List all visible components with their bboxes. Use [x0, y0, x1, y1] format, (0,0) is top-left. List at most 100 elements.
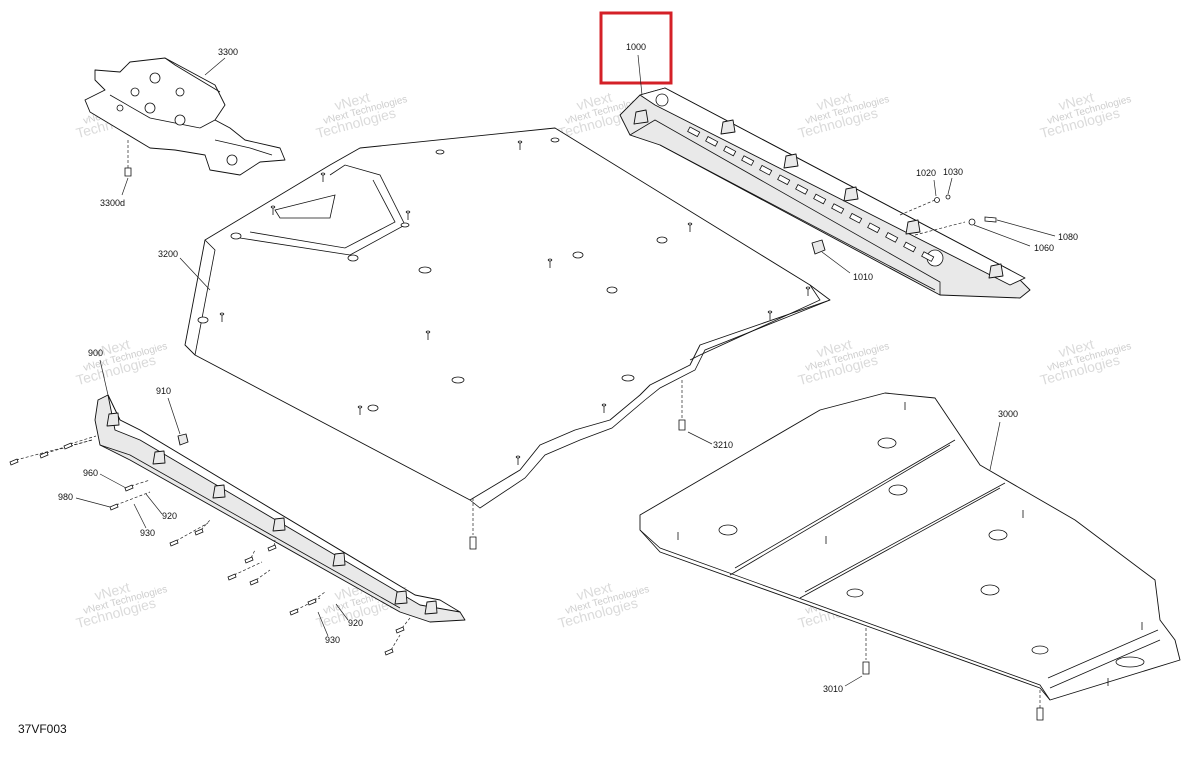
stud — [320, 172, 326, 176]
fastener-path — [115, 491, 151, 506]
callout-960: 960 — [83, 468, 98, 478]
part-3300-skid-plate — [84, 57, 286, 177]
bolt — [384, 648, 394, 656]
rail-slot — [885, 232, 899, 243]
rail-slot — [867, 222, 881, 234]
callout-3000: 3000 — [998, 409, 1018, 419]
fastener-path — [295, 597, 321, 611]
callout-1030: 1030 — [943, 167, 963, 177]
rail-slot — [777, 174, 791, 186]
bolt — [169, 539, 179, 547]
callout-1020: 1020 — [916, 168, 936, 178]
callout-1000: 1000 — [626, 42, 646, 52]
bolt — [267, 544, 277, 552]
stud — [405, 210, 411, 214]
callout-930-b: 930 — [325, 635, 340, 645]
stud — [425, 330, 431, 334]
bolt — [39, 451, 49, 459]
bolt — [194, 528, 204, 536]
fastener-path — [130, 479, 151, 487]
rail-bracket — [633, 109, 649, 125]
stud — [547, 258, 553, 262]
rail-slot — [921, 251, 935, 262]
callout-900: 900 — [88, 348, 103, 358]
rail-bracket — [332, 552, 346, 567]
stud — [357, 405, 363, 409]
figure-code: 37VF003 — [18, 722, 67, 736]
rail-slot — [831, 203, 845, 214]
bolt — [249, 578, 259, 586]
part-910-clip — [177, 433, 189, 446]
callout-3210: 3210 — [713, 440, 733, 450]
stud — [601, 403, 607, 407]
rail-bracket — [843, 186, 859, 202]
callout-1010: 1010 — [853, 272, 873, 282]
rail-bracket — [783, 153, 799, 169]
part-3000-skid-plate — [639, 392, 1181, 701]
rail-bracket — [394, 590, 408, 605]
rail-slot — [813, 193, 827, 205]
part-1000-bumper-rail — [619, 87, 1031, 299]
rail-slot — [723, 145, 737, 157]
fastener-path — [200, 519, 211, 531]
fastener-path — [15, 439, 93, 461]
bolt — [289, 608, 299, 616]
callout-980: 980 — [58, 492, 73, 502]
callout-910: 910 — [156, 386, 171, 396]
part-900-front-rail — [94, 394, 466, 623]
stud — [515, 455, 521, 459]
callout-1060: 1060 — [1034, 243, 1054, 253]
callout-920-a: 920 — [162, 511, 177, 521]
callout-3010: 3010 — [823, 684, 843, 694]
stud — [805, 286, 811, 290]
rail-bracket — [212, 484, 226, 499]
highlight-box — [599, 11, 673, 85]
bolt — [244, 556, 254, 564]
bolt — [63, 442, 73, 450]
rail-slot — [849, 212, 863, 224]
rail-bracket — [905, 219, 921, 235]
fastener-path — [69, 435, 97, 445]
stud — [517, 140, 523, 144]
fastener-path — [255, 569, 271, 581]
rail-slot — [687, 126, 701, 138]
callout-920-b: 920 — [348, 618, 363, 628]
callout-3300: 3300 — [218, 47, 238, 57]
fastener-path — [45, 439, 93, 454]
rail-bracket — [106, 412, 120, 427]
fastener-path — [390, 634, 401, 651]
bolt — [227, 573, 237, 581]
rail-bracket — [424, 600, 438, 615]
stud — [219, 312, 225, 316]
stud — [687, 222, 693, 226]
rail-slot — [741, 155, 755, 166]
bolt — [109, 503, 119, 511]
stud — [270, 205, 276, 209]
callout-930-a: 930 — [140, 528, 155, 538]
callout-3200: 3200 — [158, 249, 178, 259]
rail-bracket — [152, 450, 166, 465]
rail-bracket — [720, 119, 736, 135]
rail-bracket — [272, 517, 286, 532]
fastener-path — [233, 561, 263, 576]
fastener-path — [175, 522, 209, 542]
callout-1080: 1080 — [1058, 232, 1078, 242]
rail-slot — [903, 241, 917, 253]
bolt — [124, 484, 134, 492]
part-3200-floor-panel — [184, 127, 831, 509]
rail-slot — [795, 184, 809, 195]
callout-3300d: 3300d — [100, 198, 125, 208]
rail-slot — [759, 164, 773, 176]
stud — [767, 310, 773, 314]
bolt — [9, 458, 19, 466]
fastener-path — [401, 617, 411, 629]
fastener-path — [313, 591, 326, 601]
part-1010-clip — [811, 239, 826, 255]
